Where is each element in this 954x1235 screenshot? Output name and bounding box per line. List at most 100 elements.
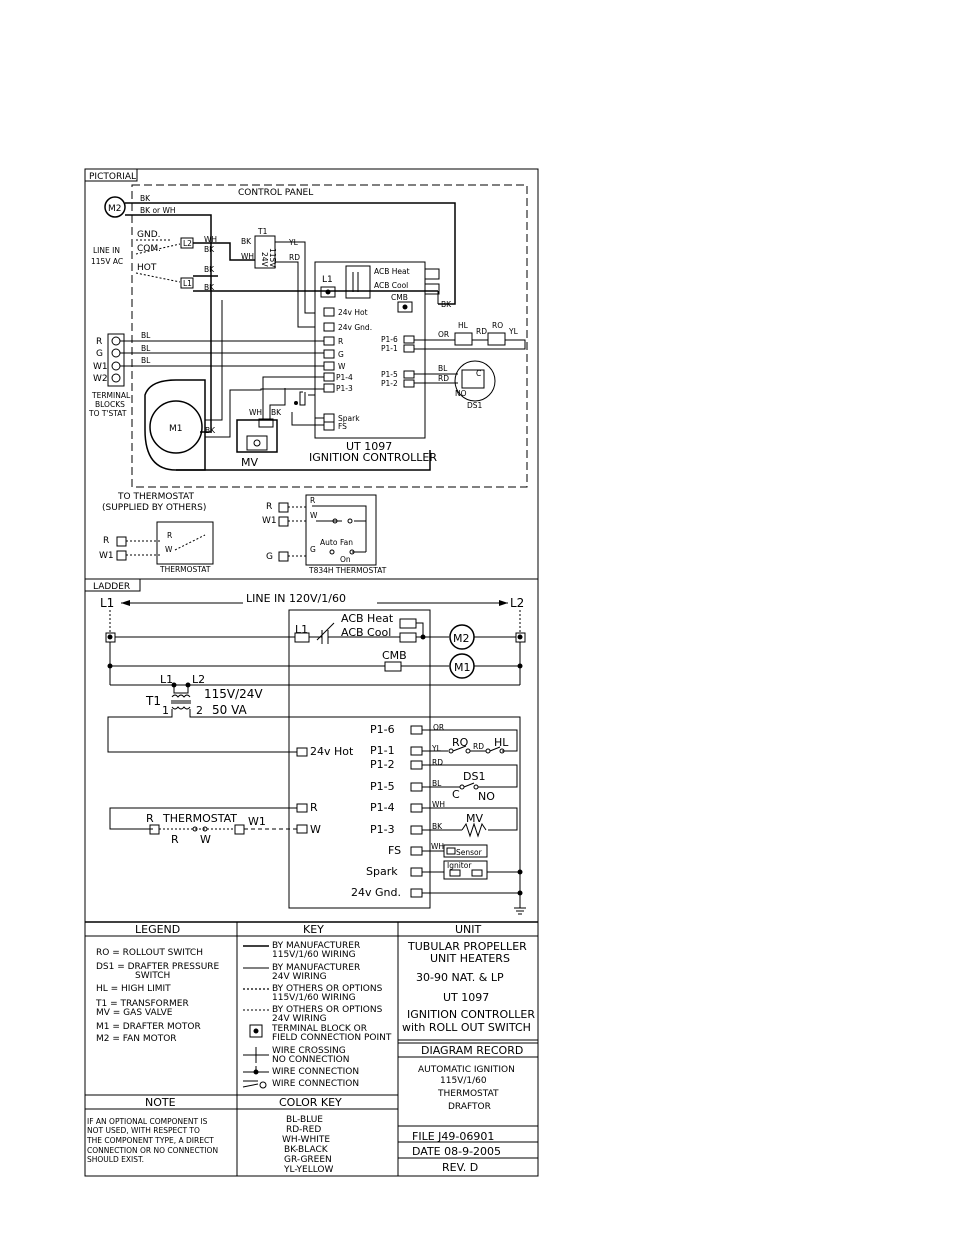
- wire-wh-label: WH: [204, 235, 217, 244]
- fs-wire: [291, 412, 324, 426]
- mv-terminal: [258, 418, 274, 428]
- thermostat-box: [156, 521, 214, 565]
- ro-switch: [487, 332, 506, 346]
- ladder-tab: [84, 578, 141, 592]
- terminal-p1-3-label: P1-3: [336, 384, 353, 393]
- ladder-wh-label: WH: [432, 800, 445, 809]
- ground-return-wire: [176, 450, 431, 471]
- ladder-tstat-r-wire: [109, 807, 297, 830]
- thermostat-switch: [174, 534, 206, 551]
- legend-item: SWITCH: [135, 971, 170, 981]
- controller-right-terminals: P1-6 P1-1 P1-5 P1-2: [381, 335, 415, 388]
- hl-switch: [454, 332, 473, 346]
- mv-label: MV: [241, 456, 258, 469]
- mv-wh-label: WH: [249, 408, 262, 417]
- line-in-label-2: 115V AC: [91, 257, 123, 266]
- t834h-internal-wiring: [312, 505, 367, 522]
- ladder-r-label: R: [310, 801, 318, 814]
- ladder-24v-gnd-label: 24v Gnd.: [351, 886, 401, 899]
- key-symbol-terminal-dot: [253, 1028, 259, 1034]
- t834h-thermostat-box: [305, 494, 377, 566]
- terminal-block: [323, 307, 335, 317]
- l2-wh-wire: [193, 242, 255, 261]
- unit-line: 30-90 NAT. & LP: [416, 971, 504, 984]
- terminal-block: [410, 760, 423, 770]
- legend-item: M1 = DRAFTER MOTOR: [96, 1022, 201, 1032]
- diagram-record-line: AUTOMATIC IGNITION: [418, 1065, 515, 1075]
- terminal-w1: W1: [93, 362, 108, 372]
- terminal-block: [410, 782, 423, 792]
- ds1-switch-body: [461, 369, 485, 389]
- yl-wire: [414, 339, 526, 350]
- t1-yl-wire: [275, 241, 315, 314]
- legend-header: LEGEND: [135, 923, 180, 936]
- cmb-terminal: [397, 301, 413, 313]
- t1-24v-label: 24V: [260, 252, 269, 268]
- ladder-fs-wh-label: WH: [431, 842, 444, 851]
- mv-coil: [461, 822, 487, 838]
- file-date: DATE 08-9-2005: [412, 1145, 501, 1158]
- key-item: BY MANUFACTURER: [272, 963, 360, 973]
- wire-bk-label: BK: [204, 265, 215, 274]
- color-key-item: GR-GREEN: [284, 1155, 332, 1165]
- ladder-bl-label: BL: [432, 779, 442, 788]
- mv-bk-label: BK: [271, 408, 282, 417]
- terminal-block: [323, 361, 335, 371]
- key-item: WIRE CROSSING: [272, 1046, 346, 1056]
- pictorial-section: PICTORIAL CONTROL PANEL M2 BK BK or WH G…: [84, 168, 528, 575]
- terminal-blocks-label: TO T'STAT: [88, 409, 127, 418]
- m1-label: M1: [169, 424, 183, 434]
- unit-header: UNIT: [455, 923, 482, 936]
- color-key-item: BL-BLUE: [286, 1115, 323, 1125]
- ignitor-terminal: [449, 869, 461, 877]
- key-item: WIRE CONNECTION: [272, 1079, 359, 1089]
- unit-line: with ROLL OUT SWITCH: [402, 1021, 531, 1034]
- thermostat-w: W: [165, 545, 173, 554]
- diagram-record-line: DRAFTOR: [448, 1102, 491, 1112]
- hl-switch-blade: [489, 746, 501, 752]
- ladder-sensor-label: Sensor: [456, 848, 483, 857]
- tx-rating-label: 115V/24V: [204, 687, 263, 701]
- terminal-r: R: [96, 337, 102, 347]
- terminal-p1-5-label: P1-5: [381, 370, 398, 379]
- mv-bk-wire: [269, 388, 286, 419]
- key-item: BY MANUFACTURER: [272, 941, 360, 951]
- ladder-t1-label: T1: [145, 694, 161, 708]
- legend-item: RO = ROLLOUT SWITCH: [96, 948, 203, 958]
- terminal-spark-label: Spark: [338, 414, 360, 423]
- igniter-electrode: [299, 391, 306, 406]
- r-wire-label: BL: [141, 331, 151, 340]
- ladder-p1-3-label: P1-3: [370, 823, 395, 836]
- terminal-block: [410, 867, 423, 877]
- junction-dot: [420, 634, 426, 640]
- note-line: THE COMPONENT TYPE, A DIRECT: [86, 1136, 214, 1145]
- ladder-m2-label: M2: [453, 632, 470, 645]
- controller-l1-label: L1: [322, 275, 333, 285]
- ladder-w1-label: W1: [248, 815, 266, 828]
- ro-switch-blade: [452, 745, 467, 752]
- ds1-label: DS1: [467, 401, 483, 410]
- tx-secondary-gnd: [189, 709, 521, 872]
- m1-return-wire: [205, 300, 223, 421]
- m1-bk-label: BK: [205, 426, 216, 435]
- key-symbol-connection-alt: [242, 1080, 259, 1088]
- terminal-block: [410, 825, 423, 835]
- hl-contact: [485, 748, 491, 754]
- line-in-label-1: LINE IN: [93, 246, 120, 255]
- terminal-fs-label: FS: [338, 422, 347, 431]
- acb-heat-terminal: [424, 268, 440, 280]
- w-wire-label: BL: [141, 356, 151, 365]
- controller-l1-terminal: [320, 286, 336, 298]
- m2-wire-bk-label: BK: [140, 194, 151, 203]
- ds1-switch-blade: [463, 782, 475, 788]
- t1-rd-wire: [275, 261, 315, 328]
- or-wire-label: OR: [438, 330, 449, 339]
- screw-terminal: [111, 373, 121, 383]
- legend-item: HL = HIGH LIMIT: [96, 984, 171, 994]
- key-item: FIELD CONNECTION POINT: [272, 1033, 392, 1043]
- ro-contact: [465, 748, 471, 754]
- hl-label: HL: [458, 321, 469, 330]
- ladder-bk-label: BK: [432, 822, 443, 831]
- t834h-g-terminal: [278, 551, 289, 562]
